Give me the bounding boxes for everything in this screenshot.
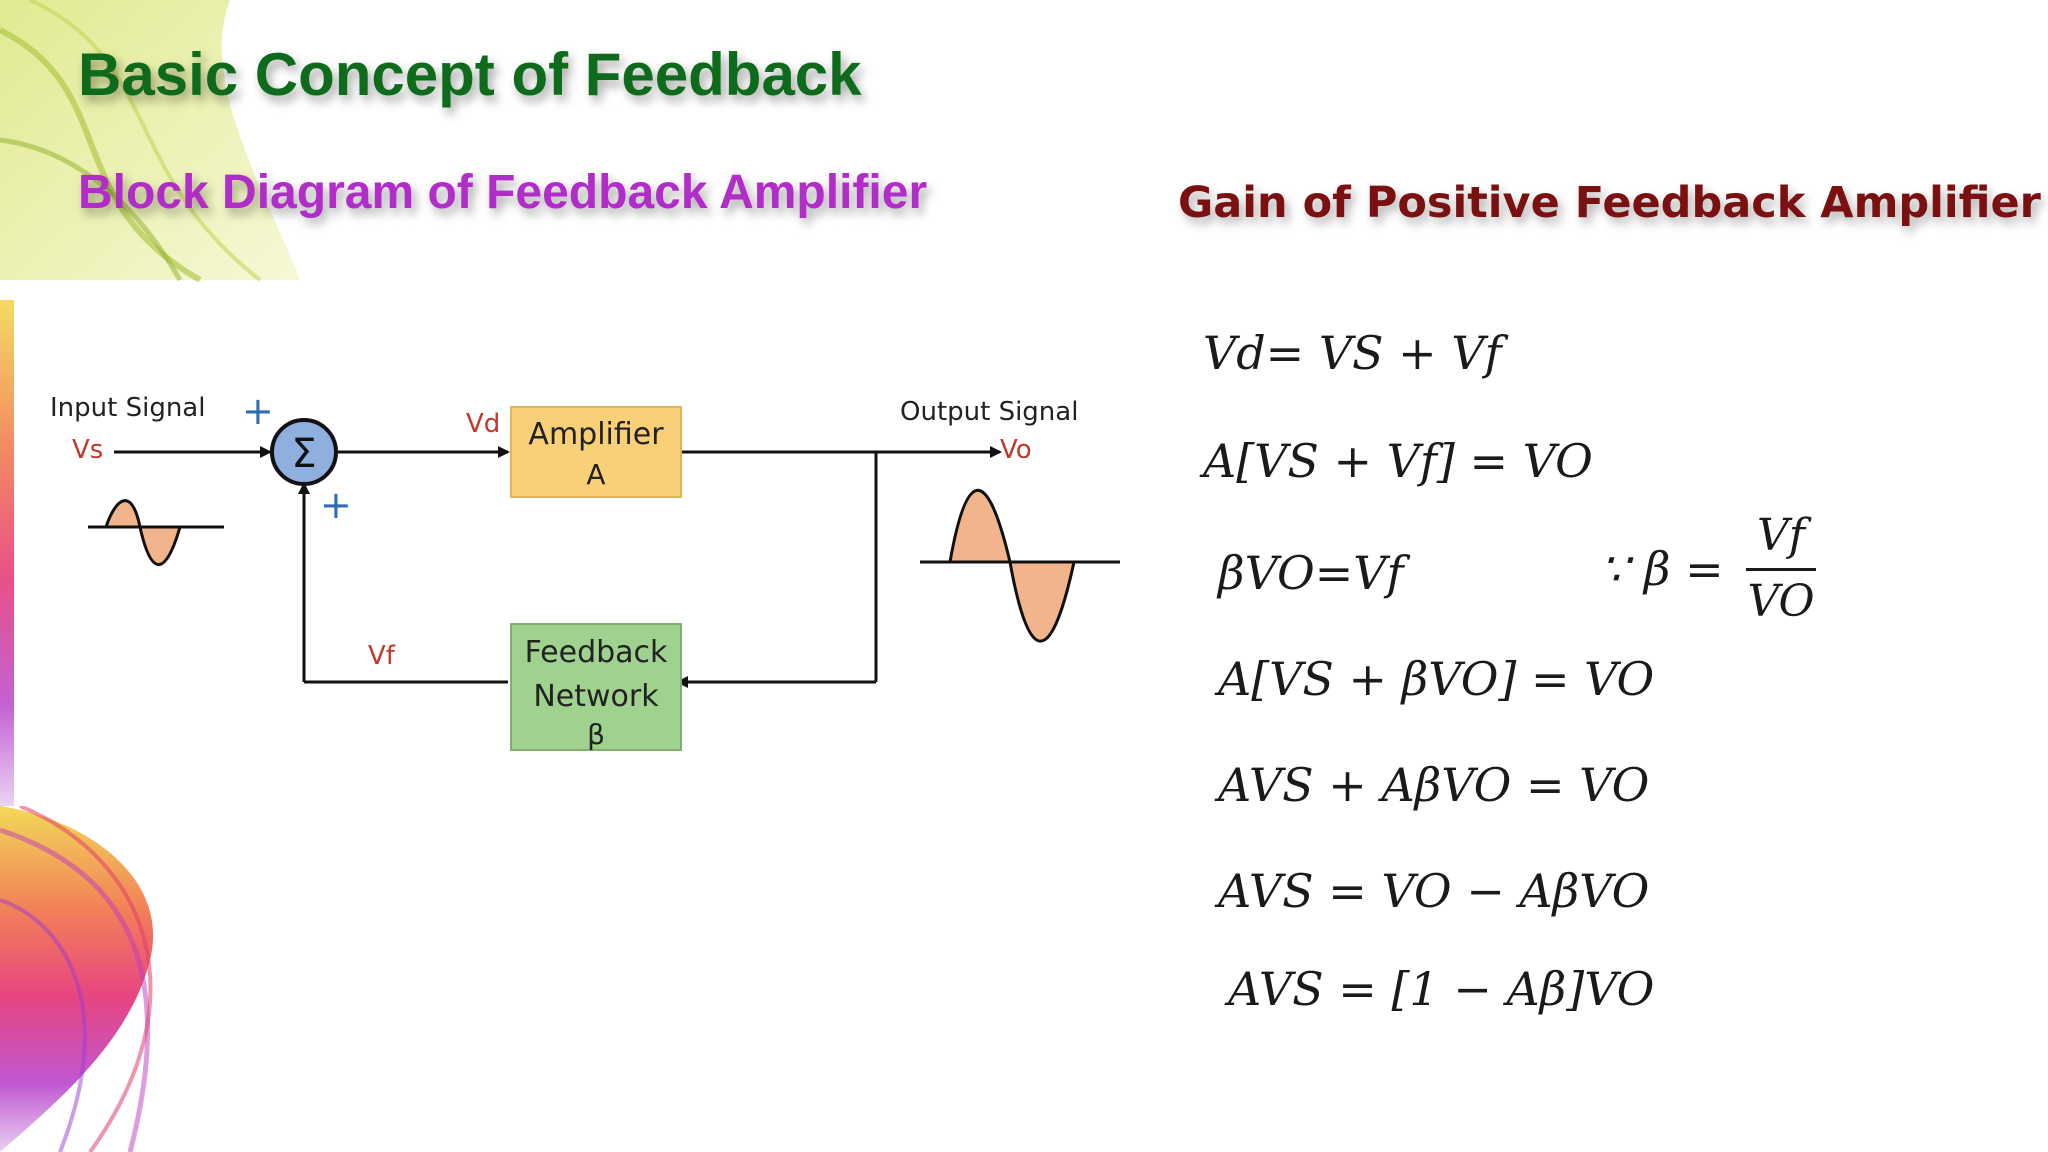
block-diagram-svg: Σ + + Amplifier A Feedback Network β Inp… [50, 389, 1120, 751]
summer-circle [270, 418, 338, 486]
input-sine-wave [88, 499, 224, 567]
vd-label: Vd [466, 409, 500, 439]
summer-symbol: Σ [291, 431, 316, 477]
amplifier-label: Amplifier [528, 417, 664, 452]
gain-heading: Gain of Positive Feedback Amplifier [1178, 178, 2041, 228]
equation-factored: AVS = [1 − Aβ]VO [1228, 962, 1655, 1016]
feedback-label-2: Network [533, 679, 659, 714]
fraction-bar [1746, 568, 1816, 571]
feedback-beta-symbol: β [587, 718, 605, 751]
equation-amplifier: A[VS + Vf] = VO [1203, 434, 1593, 488]
output-sine-wave [920, 488, 1120, 643]
equation-vd: Vd= VS + Vf [1203, 326, 1502, 380]
feedback-network-block [510, 623, 682, 751]
equation-expanded: AVS + AβVO = VO [1218, 758, 1650, 812]
input-symbol: Vs [72, 435, 103, 465]
feedback-label-1: Feedback [525, 635, 668, 670]
amplifier-block [510, 406, 682, 498]
block-diagram: Σ + + Amplifier A Feedback Network β Inp… [14, 282, 1134, 806]
beta-definition-lhs: ∵ β = [1600, 542, 1724, 596]
equation-substituted: A[VS + βVO] = VO [1218, 652, 1655, 706]
plus-bottom: + [320, 483, 352, 527]
output-symbol: Vo [1000, 435, 1032, 465]
beta-definition: ∵ β = Vf VO [1600, 510, 1820, 630]
amplifier-gain-symbol: A [586, 458, 605, 491]
output-signal-label: Output Signal [900, 397, 1078, 427]
equation-rearranged: AVS = VO − AβVO [1218, 864, 1650, 918]
input-signal-label: Input Signal [50, 393, 205, 423]
beta-definition-denominator: VO [1747, 576, 1815, 627]
beta-definition-numerator: Vf [1756, 510, 1806, 561]
slide-title: Basic Concept of Feedback [78, 41, 862, 108]
equation-beta-vo: βVO=Vf [1218, 546, 1404, 600]
plus-top: + [242, 389, 274, 433]
slide-subtitle: Block Diagram of Feedback Amplifier [78, 166, 928, 219]
vf-label: Vf [368, 641, 396, 671]
